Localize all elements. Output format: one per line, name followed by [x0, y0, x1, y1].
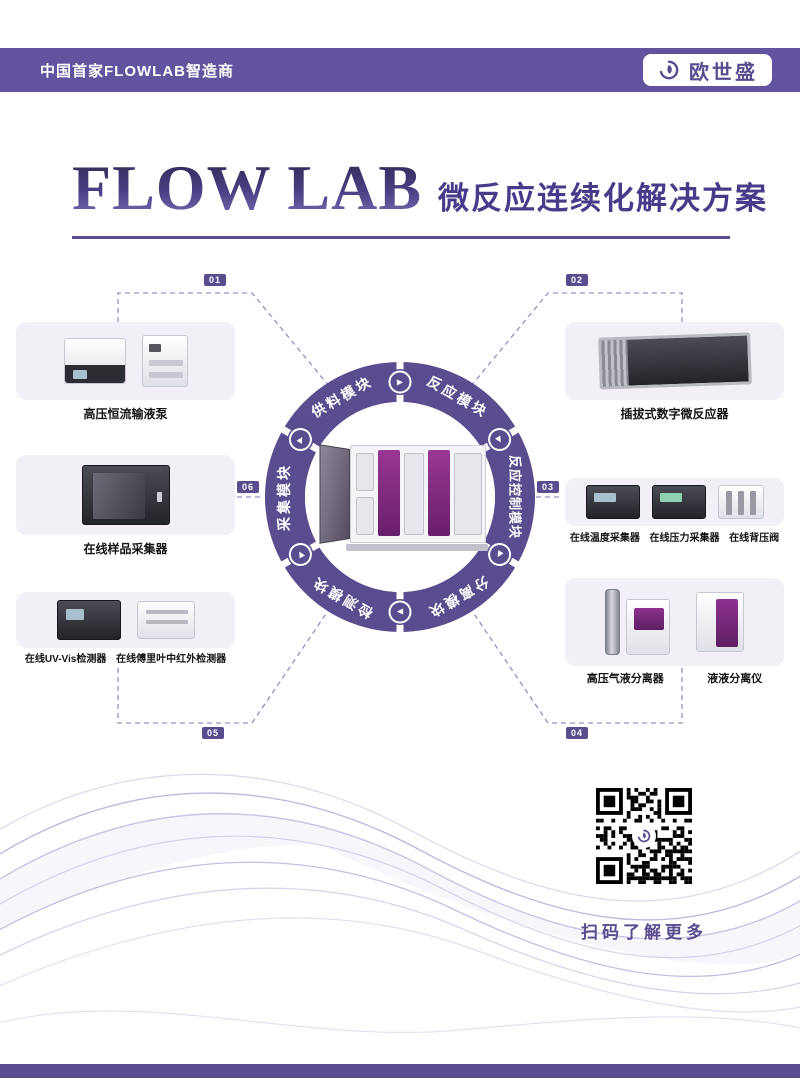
header-bar: 中国首家FLOWLAB智造商 欧世盛 — [0, 48, 800, 92]
product-label-reactor: 插拔式数字微反应器 — [620, 407, 729, 421]
qr-center-logo-icon — [632, 824, 656, 848]
product-label-gas-liquid: 高压气液分离器 — [586, 673, 664, 685]
product-label-sampler: 在线样品采集器 — [83, 542, 168, 556]
product-box-sampler — [16, 455, 235, 535]
liquid-liquid-separator-image — [696, 592, 744, 652]
bottom-bar — [0, 1064, 800, 1078]
brand-badge: 欧世盛 — [643, 54, 772, 86]
pressure-collector-image — [651, 485, 706, 519]
brand-logo-icon — [659, 60, 679, 80]
brand-name: 欧世盛 — [689, 61, 758, 84]
ring-label-reaction-control: 反应控制模块 — [507, 454, 523, 540]
module-ring-diagram: ▶ ▶ ▶ ▶ ▶ ▶ 供料模块 反应模块 反应控制模块 分离模块 检测模块 采… — [265, 359, 535, 635]
sampler-image — [81, 465, 170, 525]
gas-liquid-separator-image — [605, 589, 670, 655]
title-zh: 微反应连续化解决方案 — [438, 181, 768, 216]
product-box-monitors — [565, 478, 784, 526]
pump-image-2 — [141, 335, 188, 387]
title-underline — [72, 236, 730, 239]
magenta-panel — [378, 450, 400, 536]
header-tagline: 中国首家FLOWLAB智造商 — [40, 62, 234, 80]
wave-decoration — [0, 773, 800, 1033]
product-box-separators — [565, 578, 784, 666]
product-box-reactor — [565, 322, 784, 400]
product-label-temperature: 在线温度采集器 — [569, 533, 640, 544]
open-door — [319, 444, 350, 544]
product-labels-monitors: 在线温度采集器 在线压力采集器 在线背压阀 — [565, 529, 784, 544]
ring-label-collection: 采集模块 — [276, 463, 292, 531]
ftir-detector-image — [136, 601, 195, 639]
back-pressure-valve-image — [717, 485, 764, 519]
product-label-liquid-liquid: 液液分离仪 — [707, 673, 763, 685]
ring-center — [305, 402, 495, 592]
product-labels-detectors: 在线UV-Vis检测器 在线傅里叶中红外检测器 — [16, 650, 235, 665]
product-label-ftir: 在线傅里叶中红外检测器 — [116, 654, 227, 665]
title-en: FLOW LAB — [72, 152, 422, 223]
connector-num-03: 03 — [537, 481, 560, 493]
temperature-collector-image — [585, 485, 640, 519]
qr-code-svg — [596, 788, 692, 884]
micro-reactor-image — [597, 332, 752, 390]
product-labels-separators: 高压气液分离器 液液分离仪 — [565, 670, 784, 686]
qr-code — [596, 788, 692, 884]
product-box-pump — [16, 322, 235, 400]
connector-num-05: 05 — [202, 727, 225, 739]
pump-image-1 — [63, 338, 126, 384]
connector-num-01: 01 — [204, 274, 227, 286]
product-label-valve: 在线背压阀 — [729, 533, 780, 544]
magenta-panel — [428, 450, 450, 536]
connector-num-06: 06 — [237, 481, 260, 493]
flowlab-system-photo — [312, 443, 488, 551]
flow-arrow-icon: ▶ — [388, 370, 412, 394]
page-title: FLOW LAB 微反应连续化解决方案 — [72, 156, 768, 220]
flow-arrow-icon: ▶ — [388, 600, 412, 624]
uv-vis-detector-image — [56, 600, 121, 640]
product-label-pump: 高压恒流输液泵 — [83, 407, 168, 421]
connector-num-04: 04 — [566, 727, 589, 739]
product-label-pressure: 在线压力采集器 — [649, 533, 720, 544]
product-label-uv-vis: 在线UV-Vis检测器 — [24, 654, 107, 665]
product-box-detectors — [16, 592, 235, 648]
connector-num-02: 02 — [566, 274, 589, 286]
qr-caption: 扫码了解更多 — [581, 923, 707, 942]
